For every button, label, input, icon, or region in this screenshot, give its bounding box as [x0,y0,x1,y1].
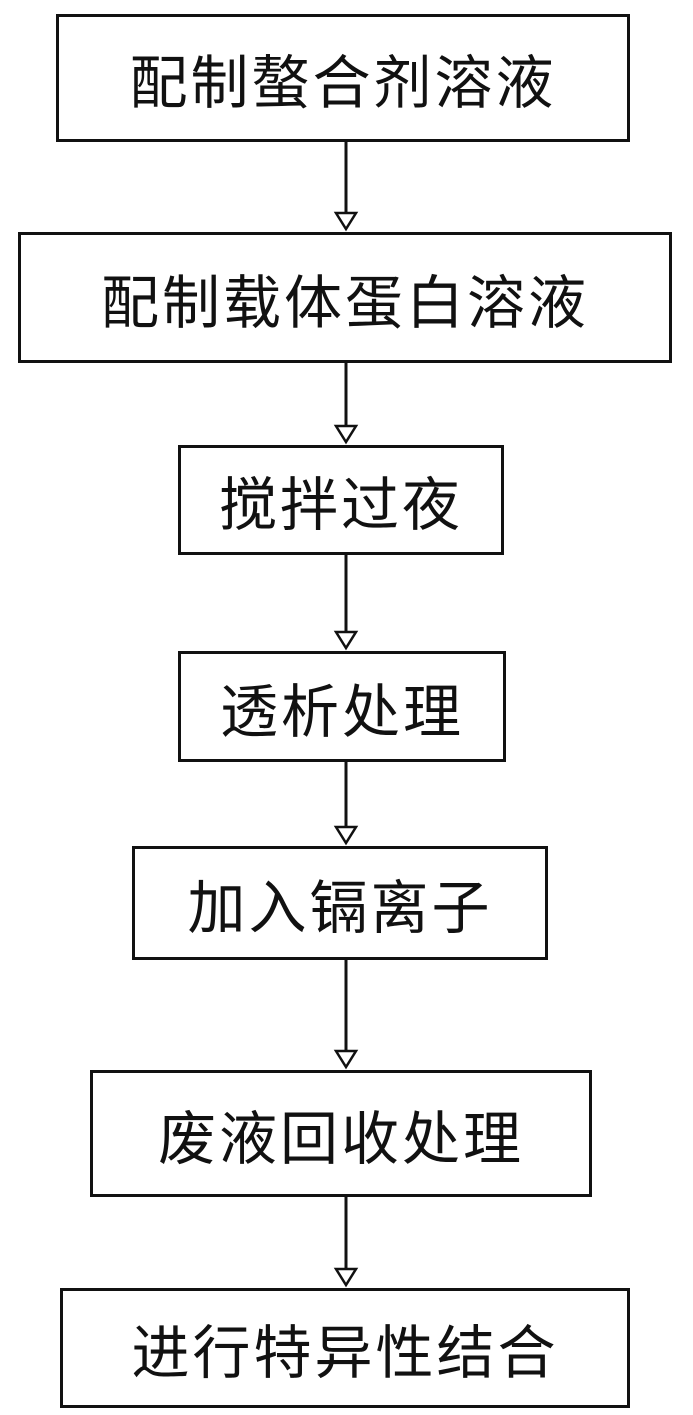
step-box-stir-overnight: 搅拌过夜 [178,445,504,555]
arrowhead-icon [336,827,356,843]
arrowhead-icon [336,1269,356,1285]
step-label: 配制螯合剂溶液 [129,36,556,120]
step-box-prepare-chelator-solution: 配制螯合剂溶液 [56,14,630,142]
arrowhead-icon [336,1051,356,1067]
step-box-add-cadmium-ions: 加入镉离子 [132,846,548,960]
step-label: 进行特异性结合 [131,1306,558,1390]
step-box-prepare-carrier-protein-solution: 配制载体蛋白溶液 [18,232,672,363]
step-label: 废液回收处理 [158,1092,524,1176]
step-box-waste-liquid-recovery: 废液回收处理 [90,1070,592,1197]
step-label: 配制载体蛋白溶液 [101,256,589,340]
arrowhead-icon [336,426,356,442]
step-label: 加入镉离子 [187,861,492,945]
step-box-specific-binding: 进行特异性结合 [60,1288,630,1408]
arrowhead-icon [336,213,356,229]
arrowhead-icon [336,632,356,648]
step-label: 搅拌过夜 [219,458,463,542]
step-box-dialysis: 透析处理 [178,651,506,762]
step-label: 透析处理 [220,665,464,749]
